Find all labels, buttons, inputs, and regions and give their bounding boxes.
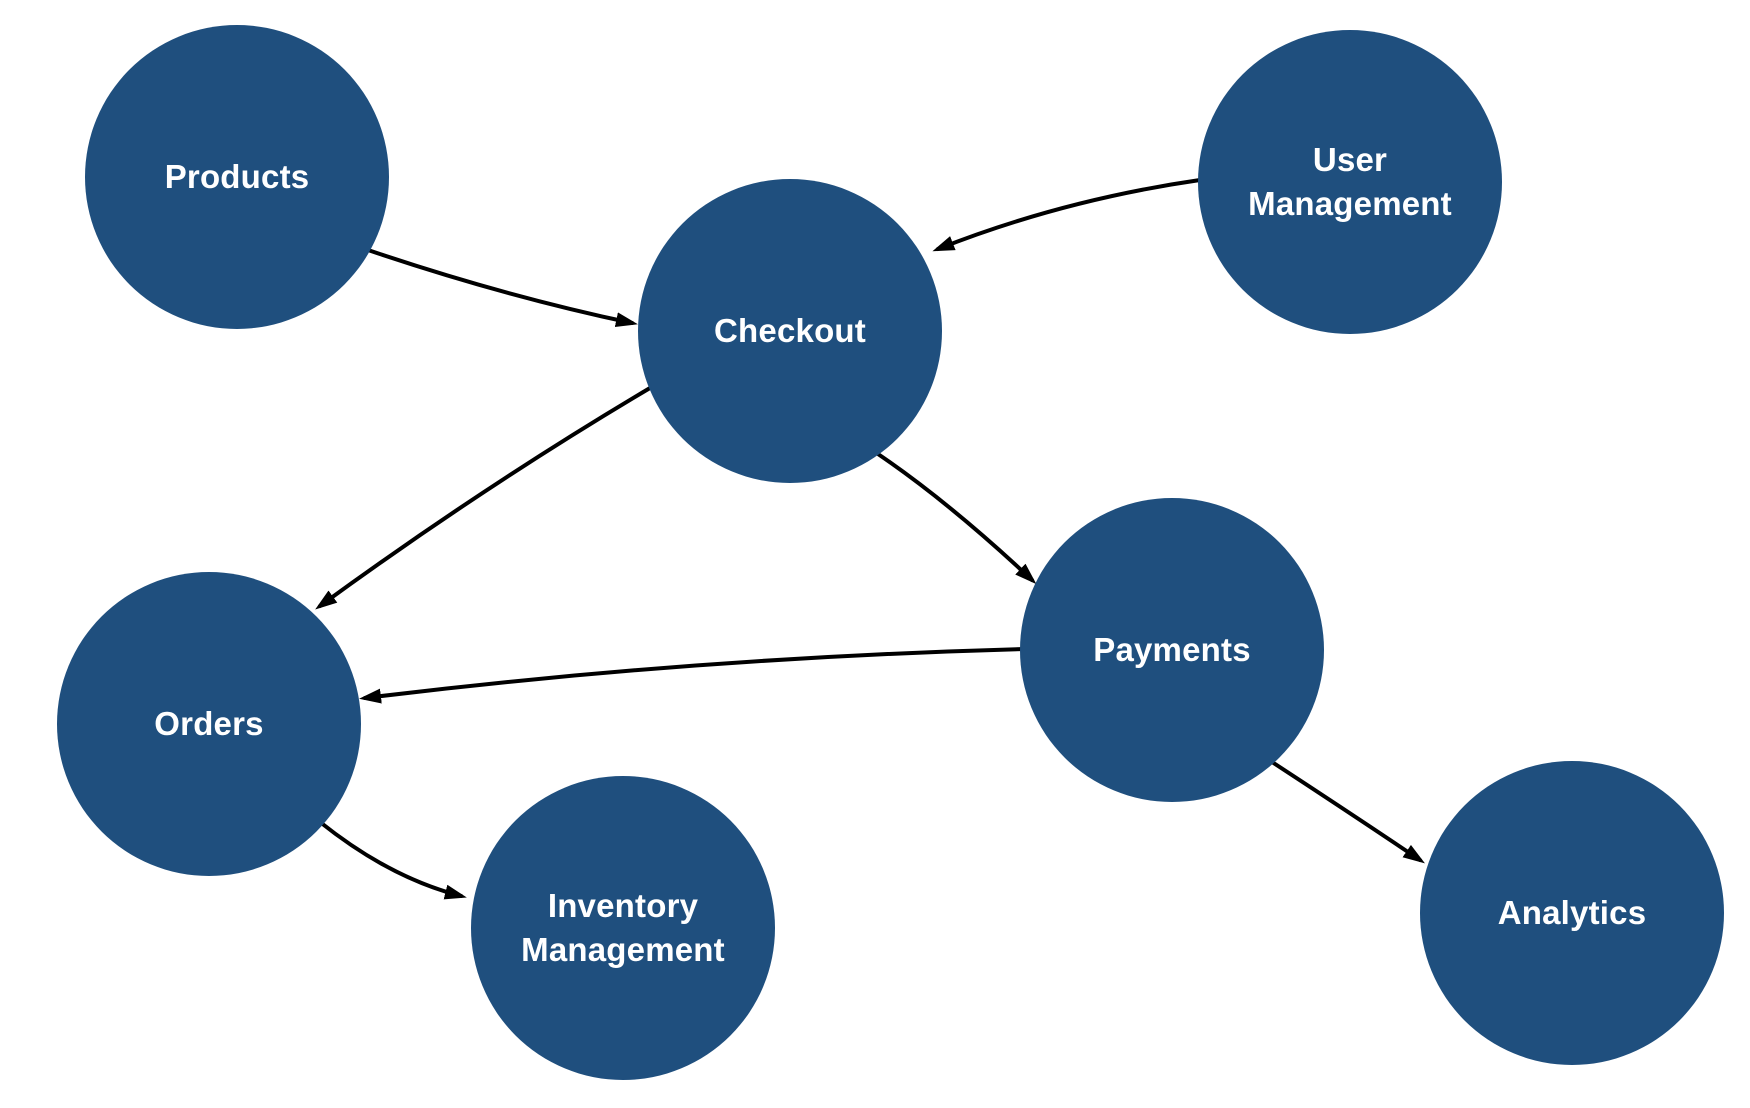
node-checkout[interactable]: Checkout [638, 179, 942, 483]
edge-payments-analytics [1270, 760, 1425, 864]
node-payments[interactable]: Payments [1020, 498, 1324, 802]
node-label: Checkout [714, 312, 866, 350]
edge-checkout-payments [876, 452, 1037, 585]
node-label: Analytics [1497, 894, 1647, 932]
node-inventory-management[interactable]: Inventory Management [471, 776, 775, 1080]
edge-payments-orders [359, 647, 1027, 704]
edge-checkout-orders [315, 386, 652, 610]
node-orders[interactable]: Orders [57, 572, 361, 876]
edge-products-checkout [366, 248, 638, 328]
edge-orders-inventory-management [318, 820, 467, 900]
node-label: Inventory Management [521, 887, 725, 968]
edge-user-management-checkout [932, 178, 1202, 252]
node-user-management[interactable]: User Management [1198, 30, 1502, 334]
node-label: Products [164, 158, 310, 196]
node-label: Payments [1093, 631, 1251, 669]
node-label: Orders [154, 705, 264, 743]
node-analytics[interactable]: Analytics [1420, 761, 1724, 1065]
node-label: User Management [1248, 141, 1452, 222]
node-products[interactable]: Products [85, 25, 389, 329]
